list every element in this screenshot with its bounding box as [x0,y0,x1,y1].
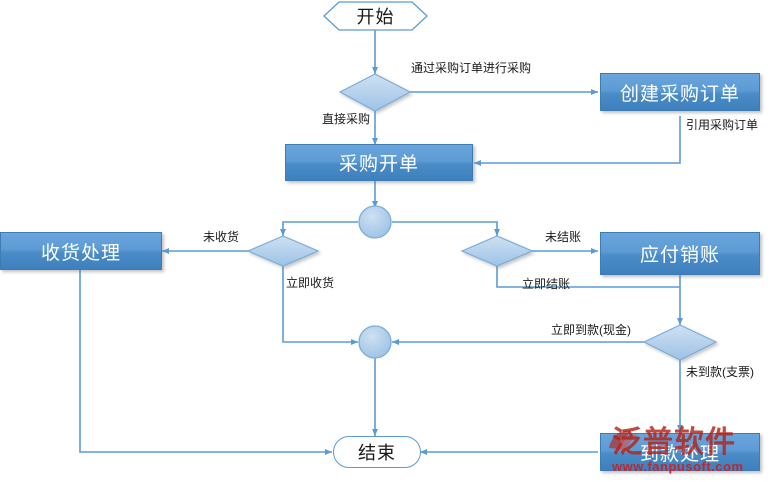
decision-payment-shape [642,324,718,361]
node-receive-process[interactable]: 收货处理 [0,232,162,270]
decision-purchase-order-shape [338,73,412,112]
node-payment-process[interactable]: 到款处理 [600,433,760,471]
edge-label-receive-now: 立即收货 [286,276,335,290]
edge-label-paid-now-cash: 立即到款(现金) [551,323,631,337]
node-end-label: 结束 [358,443,396,463]
node-purchase-bill-label: 采购开单 [338,154,419,175]
edge-label-settle-now: 立即结账 [522,277,571,291]
edge-label-via-purchase-order: 通过采购订单进行采购 [411,61,532,75]
node-create-purchase-order[interactable]: 创建采购订单 [600,73,760,111]
edge-label-unpaid-check: 未到款(支票) [686,365,754,379]
edge-label-not-received: 未收货 [203,230,240,244]
edge-label-quote-purchase-order: 引用采购订单 [686,118,759,132]
decision-settle-shape [460,235,534,267]
split-node-top-shape [358,205,392,239]
node-end[interactable]: 结束 [333,436,421,468]
node-purchase-bill[interactable]: 采购开单 [285,144,473,181]
node-payable-writeoff-label: 应付销账 [639,245,720,266]
node-create-purchase-order-label: 创建采购订单 [619,83,740,105]
edge-label-not-settled: 未结账 [545,230,582,244]
node-receive-process-label: 收货处理 [40,242,121,264]
node-start-label: 开始 [356,7,395,27]
merge-node-mid-shape [358,325,392,359]
node-payment-process-label: 到款处理 [639,443,720,465]
edge-label-direct-purchase: 直接采购 [322,112,371,126]
node-payable-writeoff[interactable]: 应付销账 [600,232,760,275]
decision-receive-shape [246,235,320,267]
node-start[interactable]: 开始 [323,1,428,31]
